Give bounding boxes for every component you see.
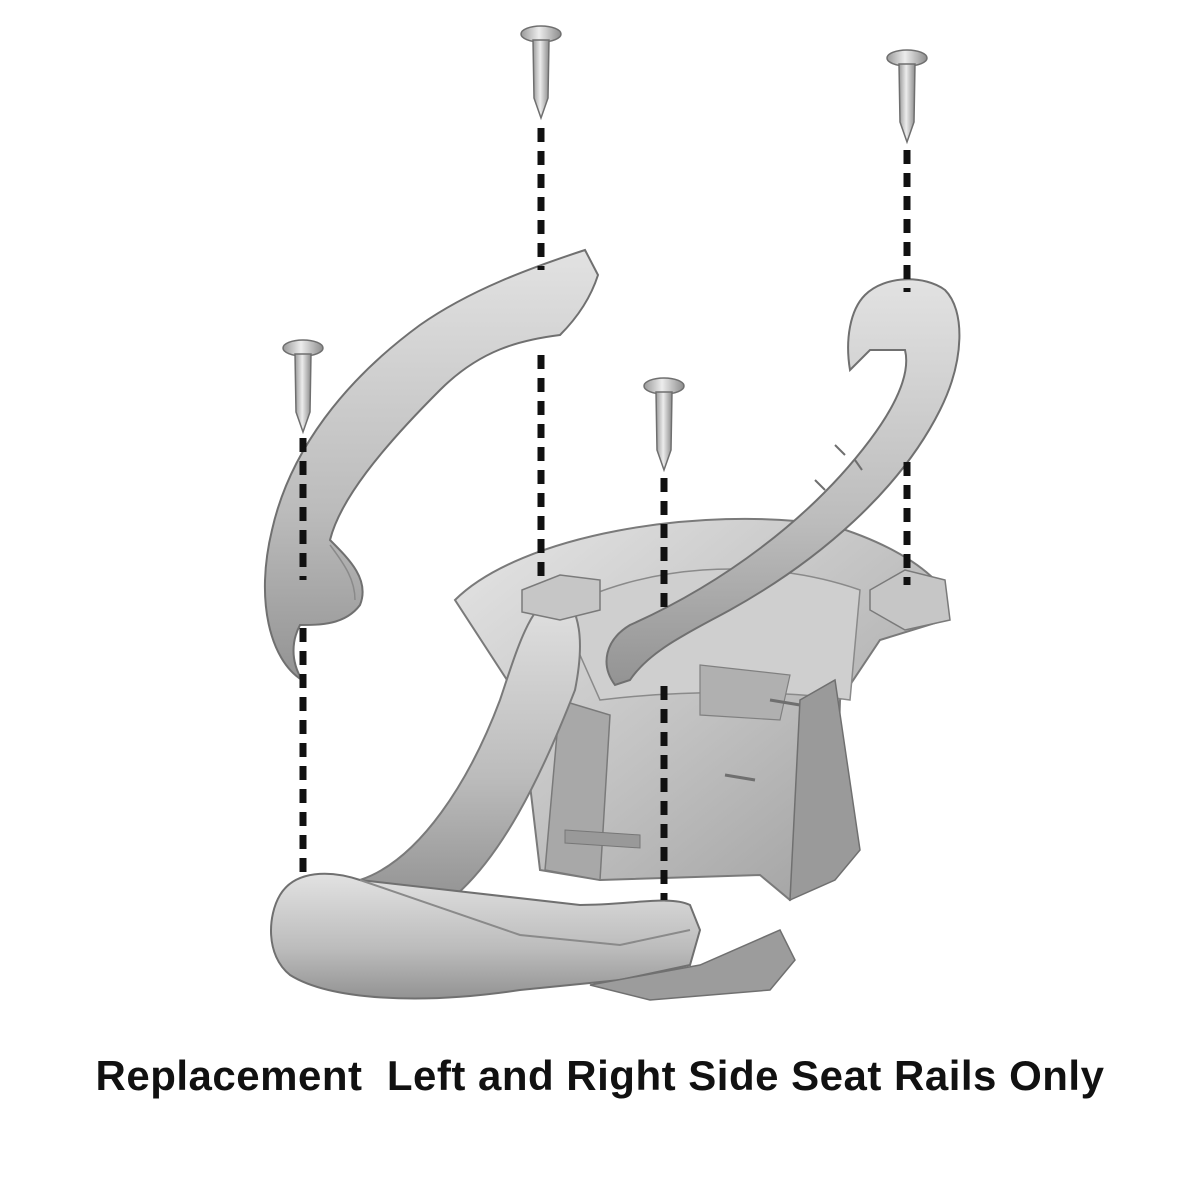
screw-icon — [282, 339, 324, 433]
dashed-guide-lines — [299, 128, 911, 900]
seat-base — [356, 517, 951, 902]
exploded-assembly-diagram — [263, 25, 961, 1001]
right-seat-rail — [605, 278, 961, 687]
caption-text: Replacement Left and Right Side Seat Rai… — [95, 1052, 1105, 1099]
screw-icon — [886, 49, 928, 143]
screw-icon — [520, 25, 562, 119]
screw-icon — [643, 377, 685, 471]
left-seat-rail — [263, 248, 600, 681]
front-seat-rail — [270, 872, 796, 1001]
